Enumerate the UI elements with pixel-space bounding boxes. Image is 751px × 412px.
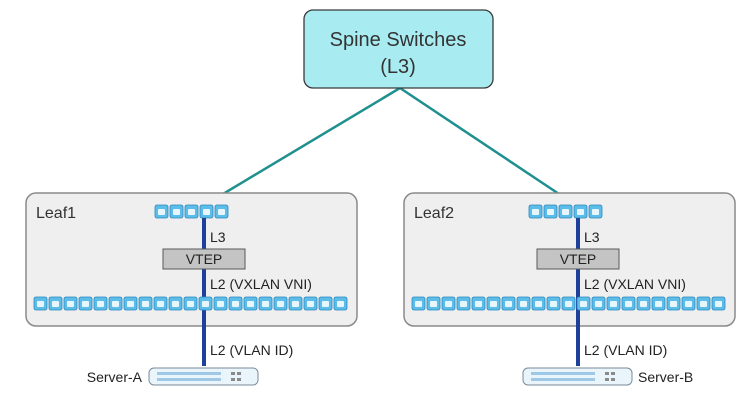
server-b-body [522, 367, 633, 386]
spine-subtitle: (L3) [380, 56, 416, 78]
server-a-body [148, 367, 259, 386]
leaf2-l2-vlan-label: L2 (VLAN ID) [584, 342, 667, 358]
leaf2-l2-vni-label: L2 (VXLAN VNI) [584, 276, 686, 292]
uplink-leaf1 [202, 86, 401, 208]
leaf2-group: Leaf2 L3 VTEP L2 (VXLAN VNI) [403, 192, 736, 386]
port-icon [621, 296, 636, 311]
server-a: Server-A [87, 367, 259, 386]
spine-box [303, 9, 494, 89]
leaf1-group: Leaf1 L3 VTEP L2 (VXLAN VNI) [25, 192, 358, 386]
port-icon [666, 296, 681, 311]
port-icon [606, 296, 621, 311]
port-icon [561, 296, 576, 311]
port-icon [441, 296, 456, 311]
port-icon [123, 296, 138, 311]
leaf2-l3-label: L3 [584, 229, 600, 245]
port-icon [153, 296, 168, 311]
port-icon [108, 296, 123, 311]
port-icon [651, 296, 666, 311]
port-icon [169, 204, 184, 219]
leaf2-access-ports [411, 296, 726, 311]
port-icon [456, 296, 471, 311]
port-icon [501, 296, 516, 311]
port-icon [333, 296, 348, 311]
leaf1-name: Leaf1 [36, 205, 76, 222]
server-b: Server-B [522, 367, 693, 386]
port-icon [183, 296, 198, 311]
server-b-stripe [531, 378, 595, 381]
port-icon [516, 296, 531, 311]
leaf1-access-ports [33, 296, 348, 311]
port-icon [214, 204, 229, 219]
port-icon [426, 296, 441, 311]
server-a-led [231, 372, 235, 375]
leaf1-l2-vni-label: L2 (VXLAN VNI) [210, 276, 312, 292]
port-icon [591, 296, 606, 311]
uplink-leaf2 [399, 86, 578, 208]
port-icon [48, 296, 63, 311]
leaf2-vtep-box [536, 248, 620, 270]
port-icon [588, 204, 603, 219]
port-icon [636, 296, 651, 311]
port-icon [198, 296, 213, 311]
port-icon [273, 296, 288, 311]
port-icon [258, 296, 273, 311]
port-icon [543, 204, 558, 219]
server-a-stripe [157, 372, 221, 375]
port-icon [78, 296, 93, 311]
spine-title: Spine Switches [330, 29, 467, 51]
server-b-stripe [531, 372, 595, 375]
port-icon [486, 296, 501, 311]
leaf2-vtep-label: VTEP [560, 251, 597, 267]
server-b-label: Server-B [638, 369, 693, 385]
leaf2-uplink-ports [528, 204, 603, 219]
port-icon [546, 296, 561, 311]
port-icon [228, 296, 243, 311]
server-a-led [231, 378, 235, 381]
port-icon [63, 296, 78, 311]
port-icon [93, 296, 108, 311]
leaf2-name: Leaf2 [414, 205, 454, 222]
port-icon [199, 204, 214, 219]
port-icon [243, 296, 258, 311]
server-b-led [605, 378, 609, 381]
leaf1-vtep-box [162, 248, 246, 270]
port-icon [558, 204, 573, 219]
port-icon [184, 204, 199, 219]
port-icon [528, 204, 543, 219]
port-icon [318, 296, 333, 311]
server-a-led [237, 372, 241, 375]
server-a-led [237, 378, 241, 381]
leaf1-vtep-label: VTEP [186, 251, 223, 267]
port-icon [696, 296, 711, 311]
spine-switches: Spine Switches (L3) [303, 9, 494, 89]
server-a-label: Server-A [87, 369, 143, 385]
port-icon [711, 296, 726, 311]
leaf1-l3-label: L3 [210, 229, 226, 245]
port-icon [33, 296, 48, 311]
port-icon [573, 204, 588, 219]
server-b-led [611, 378, 615, 381]
port-icon [138, 296, 153, 311]
port-icon [576, 296, 591, 311]
port-icon [471, 296, 486, 311]
leaf1-uplink-ports [154, 204, 229, 219]
port-icon [213, 296, 228, 311]
port-icon [288, 296, 303, 311]
port-icon [531, 296, 546, 311]
server-a-stripe [157, 378, 221, 381]
leaf1-l2-vlan-label: L2 (VLAN ID) [210, 342, 293, 358]
port-icon [411, 296, 426, 311]
port-icon [154, 204, 169, 219]
server-b-led [605, 372, 609, 375]
port-icon [303, 296, 318, 311]
server-b-led [611, 372, 615, 375]
port-icon [168, 296, 183, 311]
port-icon [681, 296, 696, 311]
